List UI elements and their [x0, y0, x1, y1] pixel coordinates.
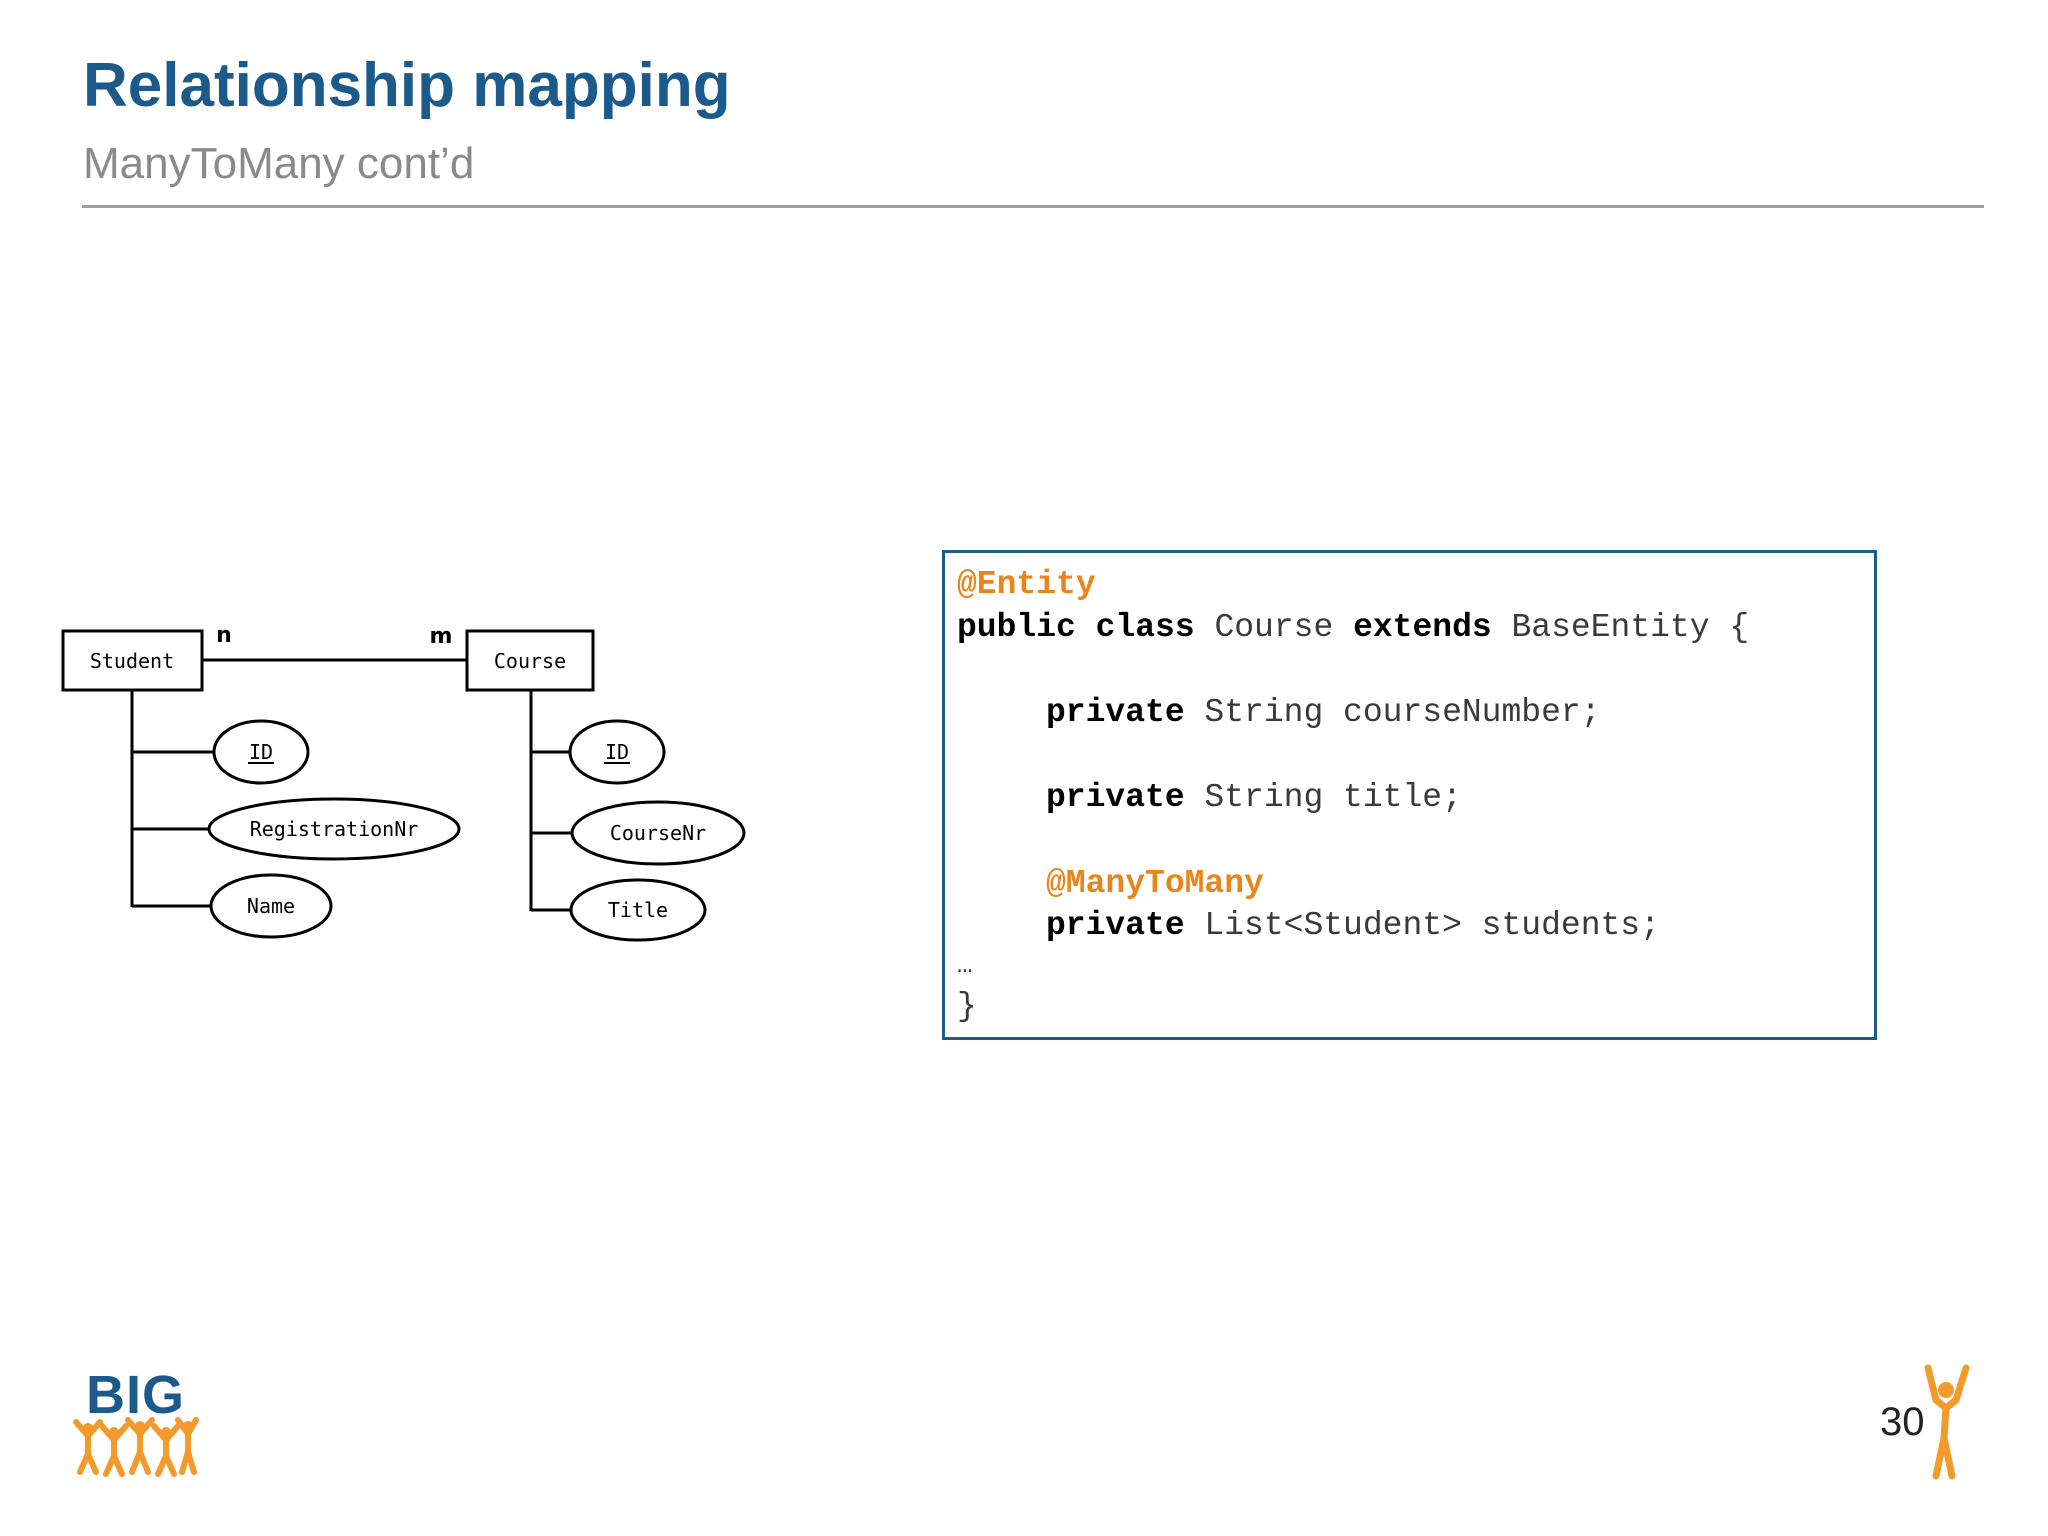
- student-entity-box: [61, 629, 204, 692]
- base-class: BaseEntity {: [1491, 609, 1750, 646]
- keyword-public-class: public class: [957, 609, 1195, 646]
- field-students: List<Student> students;: [1184, 907, 1660, 944]
- course-entity-label: Course: [494, 649, 566, 673]
- page-number: 30: [1880, 1400, 1925, 1444]
- field-title: String title;: [1184, 779, 1462, 816]
- course-attr-id: ID: [605, 740, 629, 764]
- annotation-entity: @Entity: [957, 566, 1096, 603]
- student-attr-name: Name: [247, 894, 295, 918]
- student-entity-label: Student: [90, 649, 174, 673]
- keyword-private: private: [1046, 694, 1185, 731]
- big-logo-icon: BIG: [70, 1365, 200, 1478]
- code-block: @Entity public class Course extends Base…: [942, 550, 1877, 1040]
- code-line-closing-brace: }: [957, 988, 977, 1025]
- logo-people-figures: [73, 1417, 199, 1477]
- keyword-extends: extends: [1353, 609, 1492, 646]
- keyword-private: private: [1046, 779, 1185, 816]
- student-attr-id-ellipse: [212, 719, 310, 785]
- annotation-manytomany: @ManyToMany: [1046, 865, 1264, 902]
- course-attr-title: Title: [608, 898, 668, 922]
- mascot-icon: [1924, 1364, 1970, 1480]
- course-attr-title-ellipse: [569, 878, 707, 942]
- student-attr-name-ellipse: [209, 873, 333, 939]
- cardinality-n: n: [216, 623, 232, 648]
- course-attr-id-ellipse: [568, 719, 666, 785]
- code-line-field-title: private String title;: [1046, 778, 1462, 818]
- code-line-manytomany-annotation: @ManyToMany: [1046, 864, 1264, 904]
- code-line-entity-annotation: @Entity: [957, 565, 1096, 605]
- class-name: Course: [1194, 609, 1354, 646]
- student-attr-registrationnr-ellipse: [207, 797, 461, 861]
- course-attr-coursenr: CourseNr: [610, 821, 706, 845]
- course-attr-coursenr-ellipse: [570, 800, 746, 866]
- cardinality-m: m: [430, 624, 453, 649]
- code-line-class-declaration: public class Course extends BaseEntity {: [957, 608, 1749, 648]
- student-attr-id: ID: [249, 740, 273, 764]
- slide-subtitle: ManyToMany cont’d: [83, 139, 475, 188]
- field-coursenumber: String courseNumber;: [1184, 694, 1601, 731]
- logo-text: BIG: [86, 1365, 186, 1425]
- slide-title: Relationship mapping: [83, 51, 731, 120]
- course-entity-box: [465, 629, 595, 692]
- code-line-ellipsis: …: [957, 950, 973, 980]
- code-line-field-students: private List<Student> students;: [1046, 906, 1660, 946]
- student-attr-registrationnr: RegistrationNr: [250, 817, 419, 841]
- title-divider: [82, 205, 1984, 208]
- code-line-field-coursenumber: private String courseNumber;: [1046, 693, 1601, 733]
- keyword-private: private: [1046, 907, 1185, 944]
